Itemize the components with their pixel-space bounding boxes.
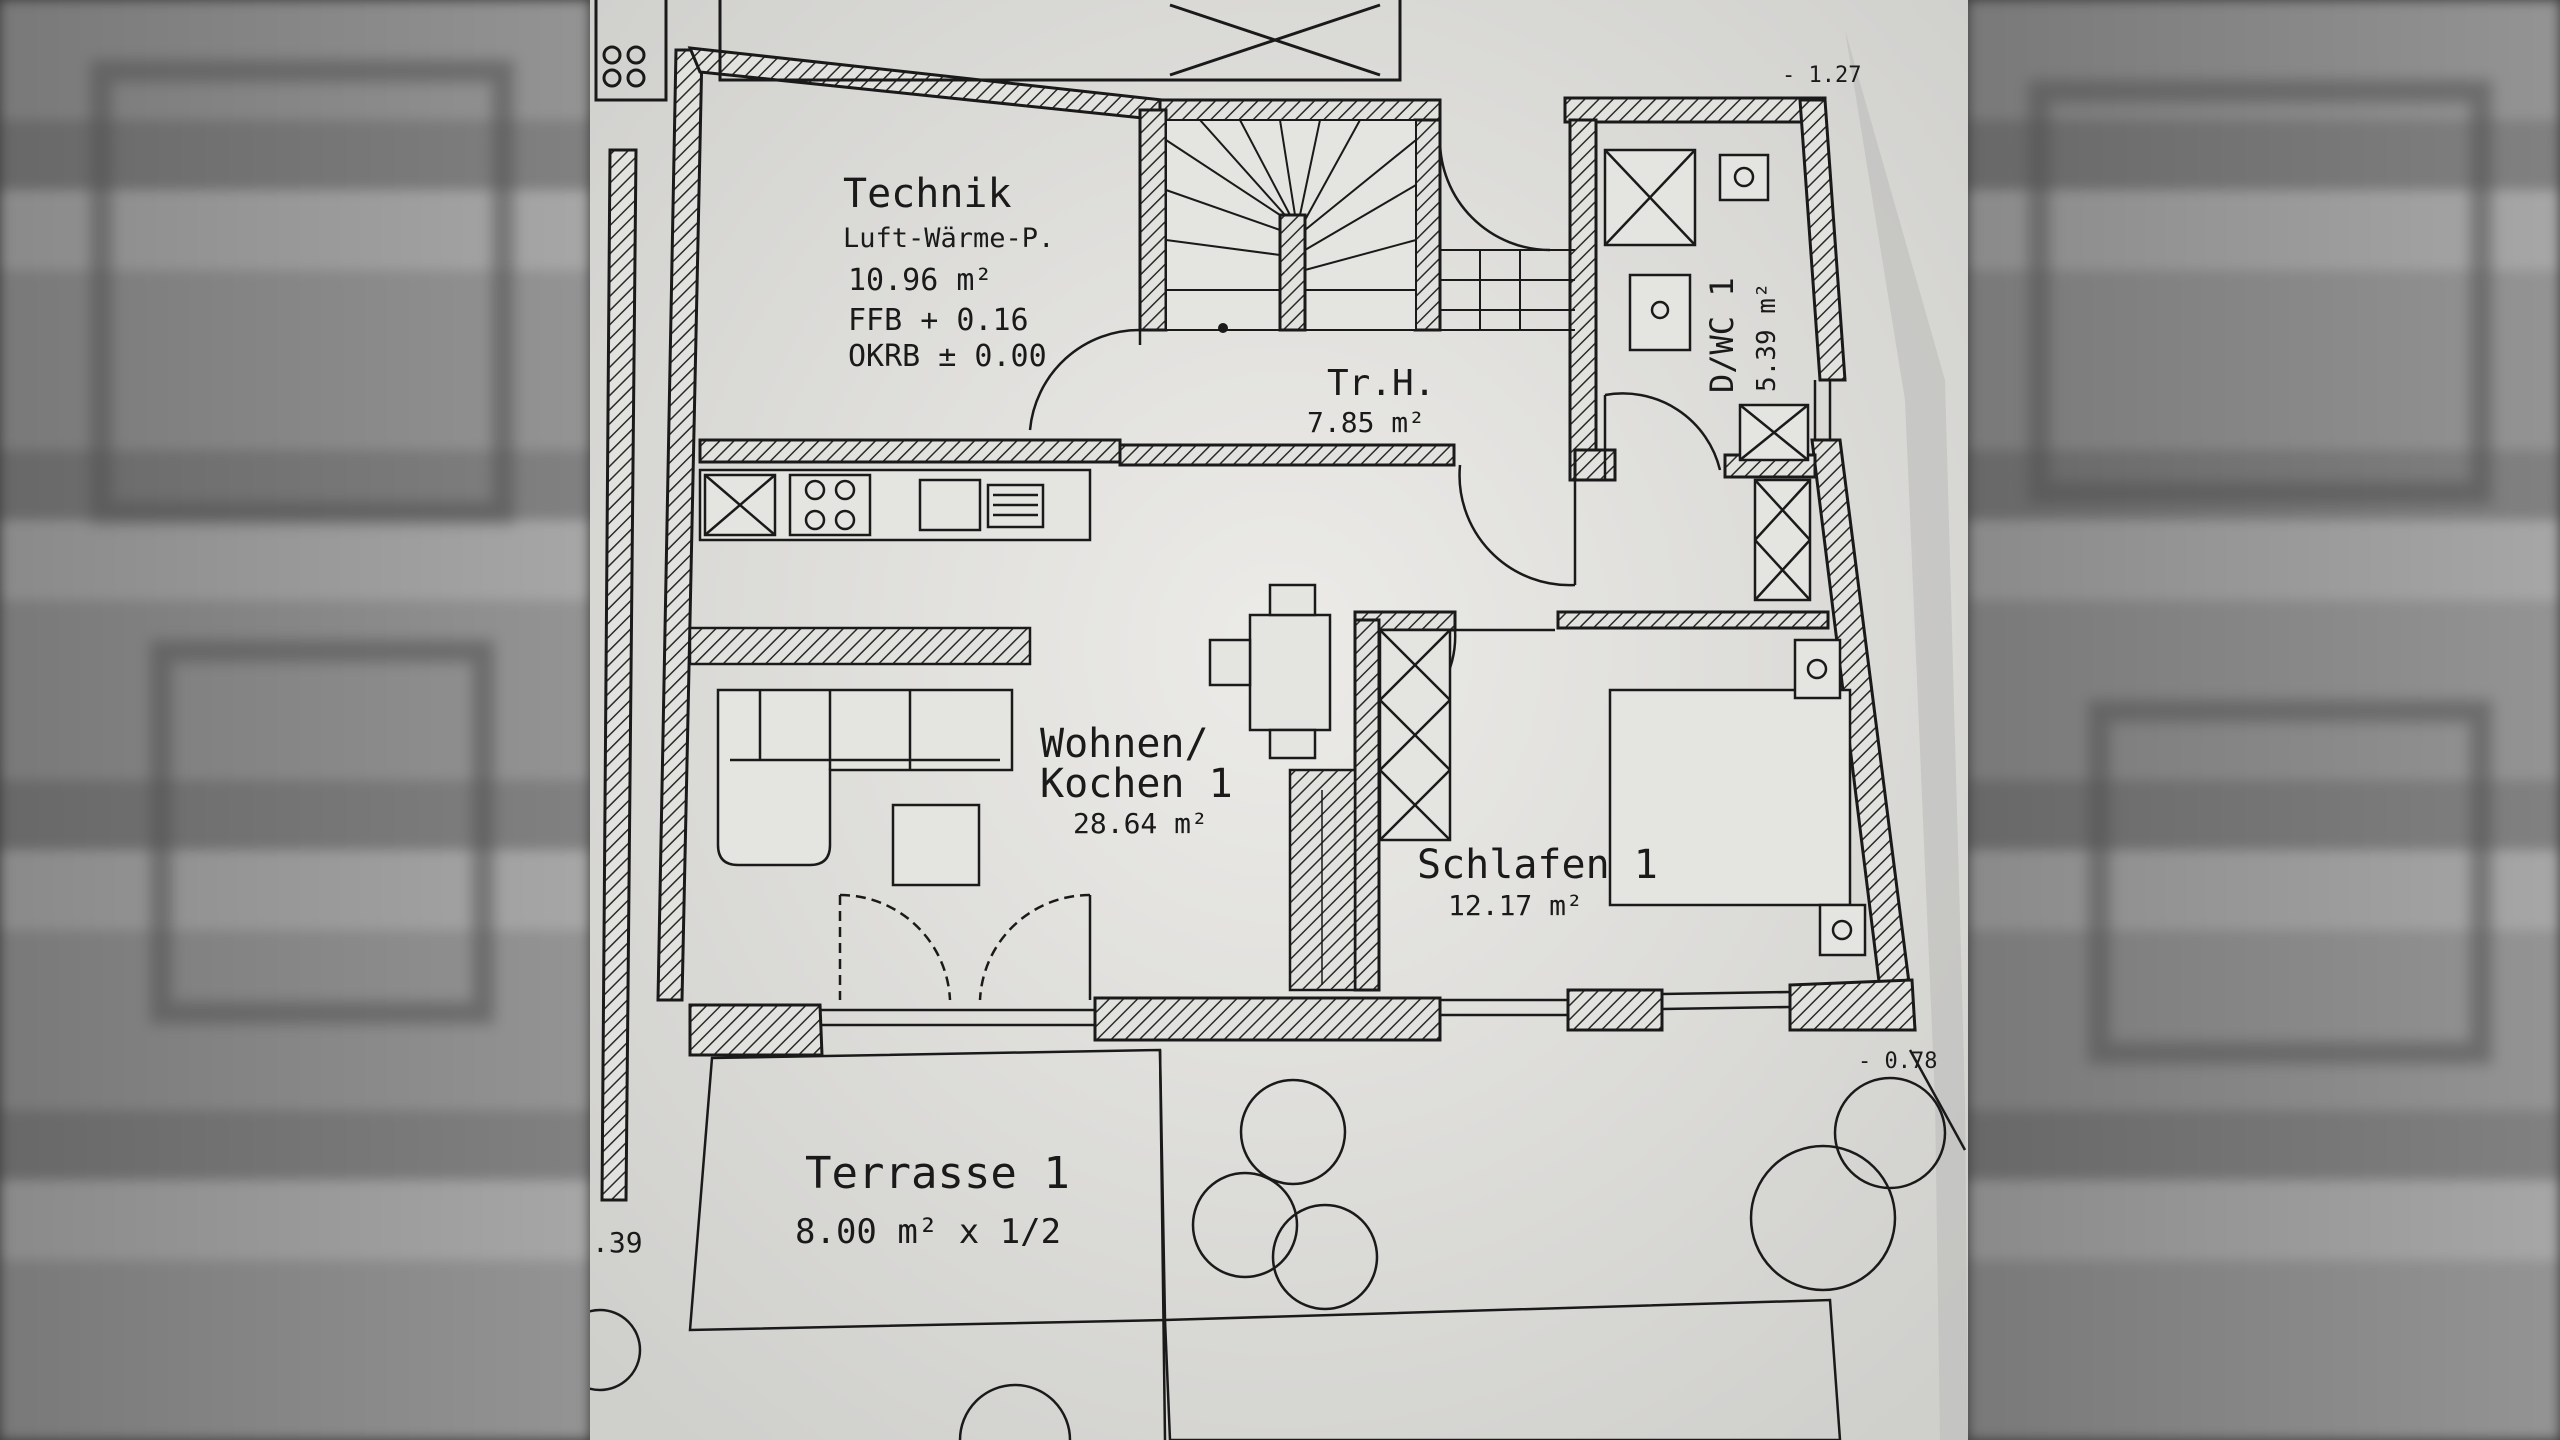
bathroom-fixtures: [1603, 148, 1770, 352]
treppenhaus-name: Tr.H.: [1327, 363, 1435, 404]
living-furniture: [688, 583, 1357, 992]
blurred-wall-shape: [90, 60, 514, 524]
technik-name: Technik: [843, 171, 1012, 217]
schlafen-name: Schlafen 1: [1417, 842, 1658, 888]
terrasse-name: Terrasse 1: [805, 1148, 1070, 1199]
top-partial-elements: [594, 0, 1402, 102]
bed: [1608, 638, 1867, 957]
level-top-right: - 1.27: [1782, 63, 1861, 88]
technik-ffb: FFB + 0.16: [848, 303, 1029, 338]
kitchen-counter: [698, 468, 1092, 542]
floor-plan: Technik Luft-Wärme-P. 10.96 m² FFB + 0.1…: [590, 0, 1968, 1440]
wohnen-area: 28.64 m²: [1073, 807, 1208, 840]
blurred-background-right: [1968, 0, 2560, 1440]
blurred-background-left: [0, 0, 590, 1440]
wohnen-name-line1: Wohnen/: [1040, 721, 1209, 767]
wohnen-name-line2: Kochen 1: [1040, 761, 1233, 807]
terrasse-area: 8.00 m² x 1/2: [795, 1212, 1061, 1252]
room-labels: Technik Luft-Wärme-P. 10.96 m² FFB + 0.1…: [592, 63, 1937, 1259]
hatched-walls: [600, 46, 1917, 1202]
dusche-wc-area: 5.39 m²: [1752, 282, 1782, 392]
terrace-outline: [590, 1048, 1967, 1440]
blurred-wall-shape: [150, 640, 494, 1024]
wardrobes: [1378, 403, 1812, 842]
level-left-edge: .39: [592, 1226, 643, 1259]
blurred-wall-shape: [2028, 80, 2492, 504]
floor-plan-photo: Technik Luft-Wärme-P. 10.96 m² FFB + 0.1…: [590, 0, 1968, 1440]
technik-sub: Luft-Wärme-P.: [843, 223, 1054, 254]
staircase: [1165, 119, 1575, 333]
technik-area: 10.96 m²: [848, 263, 993, 298]
schlafen-area: 12.17 m²: [1448, 889, 1583, 922]
blurred-wall-shape: [2088, 700, 2492, 1064]
level-bottom-right: - 0.78: [1858, 1049, 1937, 1074]
dusche-wc-name: D/WC 1: [1703, 277, 1741, 393]
treppenhaus-area: 7.85 m²: [1307, 406, 1425, 439]
paper-fold-shadow: [1845, 30, 1968, 1440]
technik-okrb: OKRB ± 0.00: [848, 339, 1047, 374]
windows: [820, 380, 1832, 1027]
